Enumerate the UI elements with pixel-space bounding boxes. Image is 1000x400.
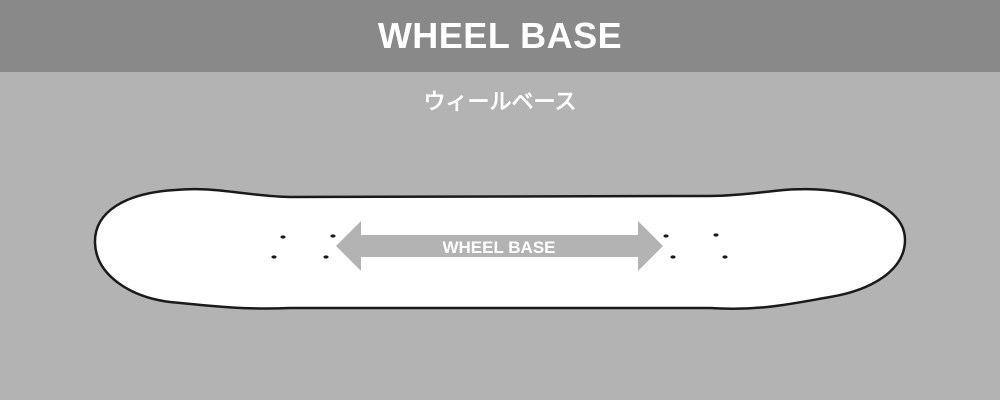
wheel-base-arrow [336, 221, 663, 271]
mount-hole [280, 235, 286, 239]
mount-hole [713, 233, 719, 237]
page-subtitle: ウィールベース [423, 90, 577, 115]
mount-hole [323, 255, 329, 259]
mount-hole [663, 234, 669, 238]
mount-hole [670, 255, 676, 259]
right-truck-holes [663, 233, 728, 259]
page-title: WHEEL BASE [377, 15, 623, 56]
header-bar: WHEEL BASE [0, 0, 1000, 72]
mount-hole [330, 234, 336, 238]
left-truck-holes [271, 234, 336, 259]
mount-hole [271, 255, 277, 259]
wheel-base-arrow-label: WHEEL BASE [442, 238, 555, 257]
mount-hole [722, 255, 728, 259]
